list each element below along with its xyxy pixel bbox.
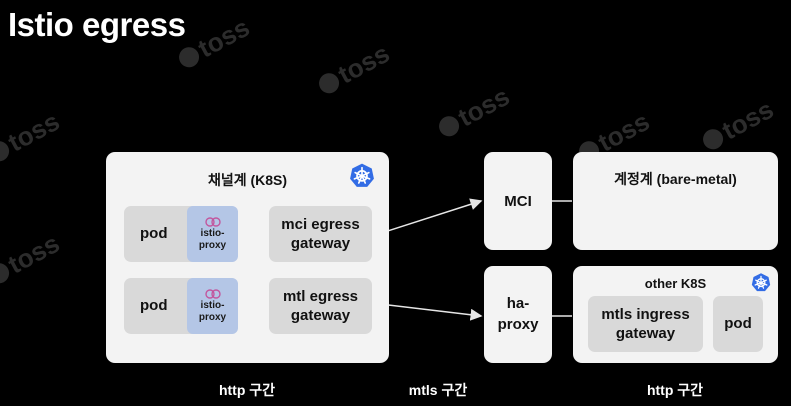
other-k8s-title: other K8S [644,276,707,291]
ingress-label-line1: mtls ingress [601,305,690,323]
haproxy-label-line2: proxy [497,315,539,333]
mtl-egress-gateway-box: mtl egress gateway [269,278,372,334]
toss-watermark: toss [0,106,65,169]
mtls-ingress-gateway-box: mtls ingress gateway [588,296,703,352]
mci-egress-gateway-box: mci egress gateway [269,206,372,262]
account-system-title: 계정계 (bare-metal) [614,171,737,187]
ingress-label-line2: gateway [615,325,676,342]
caption-http-left: http 구간 [218,382,276,398]
toss-watermark: toss [433,81,515,144]
mci-box: MCI [484,152,552,250]
kubernetes-icon [751,273,771,292]
sidecar-label-line2: proxy [198,240,227,251]
toss-watermark: toss [313,38,395,101]
other-k8s-panel: other K8S mtls ingress gateway pod [573,266,778,363]
account-system-panel: 계정계 (bare-metal) [573,152,778,250]
sidecar-label-line1: istio- [200,228,225,239]
kubernetes-icon [350,163,374,187]
gateway-label-line1: mtl egress [282,287,359,305]
toss-watermark: toss [0,228,65,291]
page-title: Istio egress [8,6,186,43]
haproxy-label-line1: ha- [506,295,530,313]
sidecar-label-line1: istio- [200,300,225,311]
sidecar-label-line2: proxy [198,312,227,323]
caption-http-right: http 구간 [646,382,704,398]
istio-sidecar-icon [204,217,221,227]
channel-cluster-title: 채널계 (K8S) [207,172,288,188]
haproxy-box: ha- proxy [484,266,552,363]
other-pod-label: pod [724,315,752,333]
caption-mtls: mtls 구간 [408,382,468,398]
pod-label: pod [140,225,168,243]
pod-label: pod [140,297,168,315]
istio-proxy-sidecar: istio- proxy [187,278,238,334]
toss-watermark: toss [697,94,779,157]
gateway-label-line2: gateway [290,307,351,324]
istio-proxy-sidecar: istio- proxy [187,206,238,262]
mci-label: MCI [504,192,532,210]
gateway-label-line1: mci egress [281,215,360,233]
istio-sidecar-icon [204,289,221,299]
gateway-label-line2: gateway [290,235,351,252]
other-pod-box: pod [713,296,763,352]
